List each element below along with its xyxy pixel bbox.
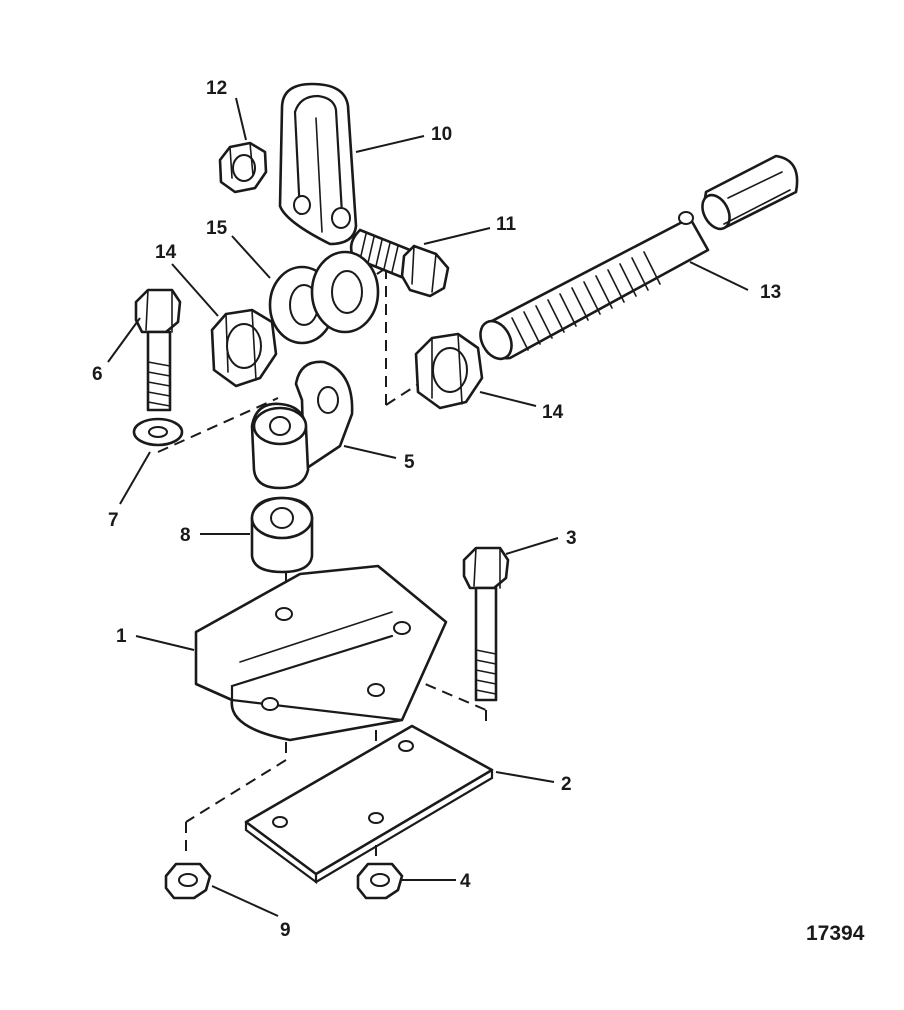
callout-7: 7 — [108, 510, 119, 531]
clevis-part — [278, 82, 358, 246]
callout-4: 4 — [460, 871, 471, 892]
rod-sleeve — [701, 154, 799, 231]
callout-15: 15 — [206, 218, 228, 239]
nut-bottom-center — [356, 862, 404, 900]
bolt-short — [349, 228, 450, 298]
nut-small-top — [218, 141, 268, 194]
threaded-rod — [479, 211, 710, 361]
figure-number: 17394 — [806, 922, 865, 945]
callout-14-left: 14 — [155, 242, 177, 263]
callout-13: 13 — [760, 282, 781, 303]
backing-plate — [244, 724, 494, 885]
callout-9: 9 — [280, 920, 291, 941]
callout-8: 8 — [180, 525, 191, 546]
washer-small — [132, 417, 184, 447]
callout-labels: 12 10 11 15 14 13 6 14 5 7 8 3 1 2 4 9 — [92, 78, 781, 941]
clevis-block — [250, 360, 354, 490]
hex-nut-right — [414, 332, 484, 410]
callout-5: 5 — [404, 452, 415, 473]
washer-pair — [268, 250, 380, 345]
callout-1: 1 — [116, 626, 127, 647]
bolt-long — [462, 546, 510, 702]
callout-3: 3 — [566, 528, 577, 549]
callout-11: 11 — [496, 214, 517, 235]
hex-nut-left — [210, 308, 278, 388]
callout-12: 12 — [206, 78, 227, 99]
nut-bottom-left — [164, 862, 212, 900]
callout-14-right: 14 — [542, 402, 564, 423]
callout-10: 10 — [431, 124, 452, 145]
leader-lines — [107, 97, 749, 917]
callout-6: 6 — [92, 364, 103, 385]
spacer-bushing — [250, 496, 314, 574]
callout-2: 2 — [561, 774, 572, 795]
bolt-left — [134, 288, 182, 412]
bracket-plate — [194, 564, 448, 742]
